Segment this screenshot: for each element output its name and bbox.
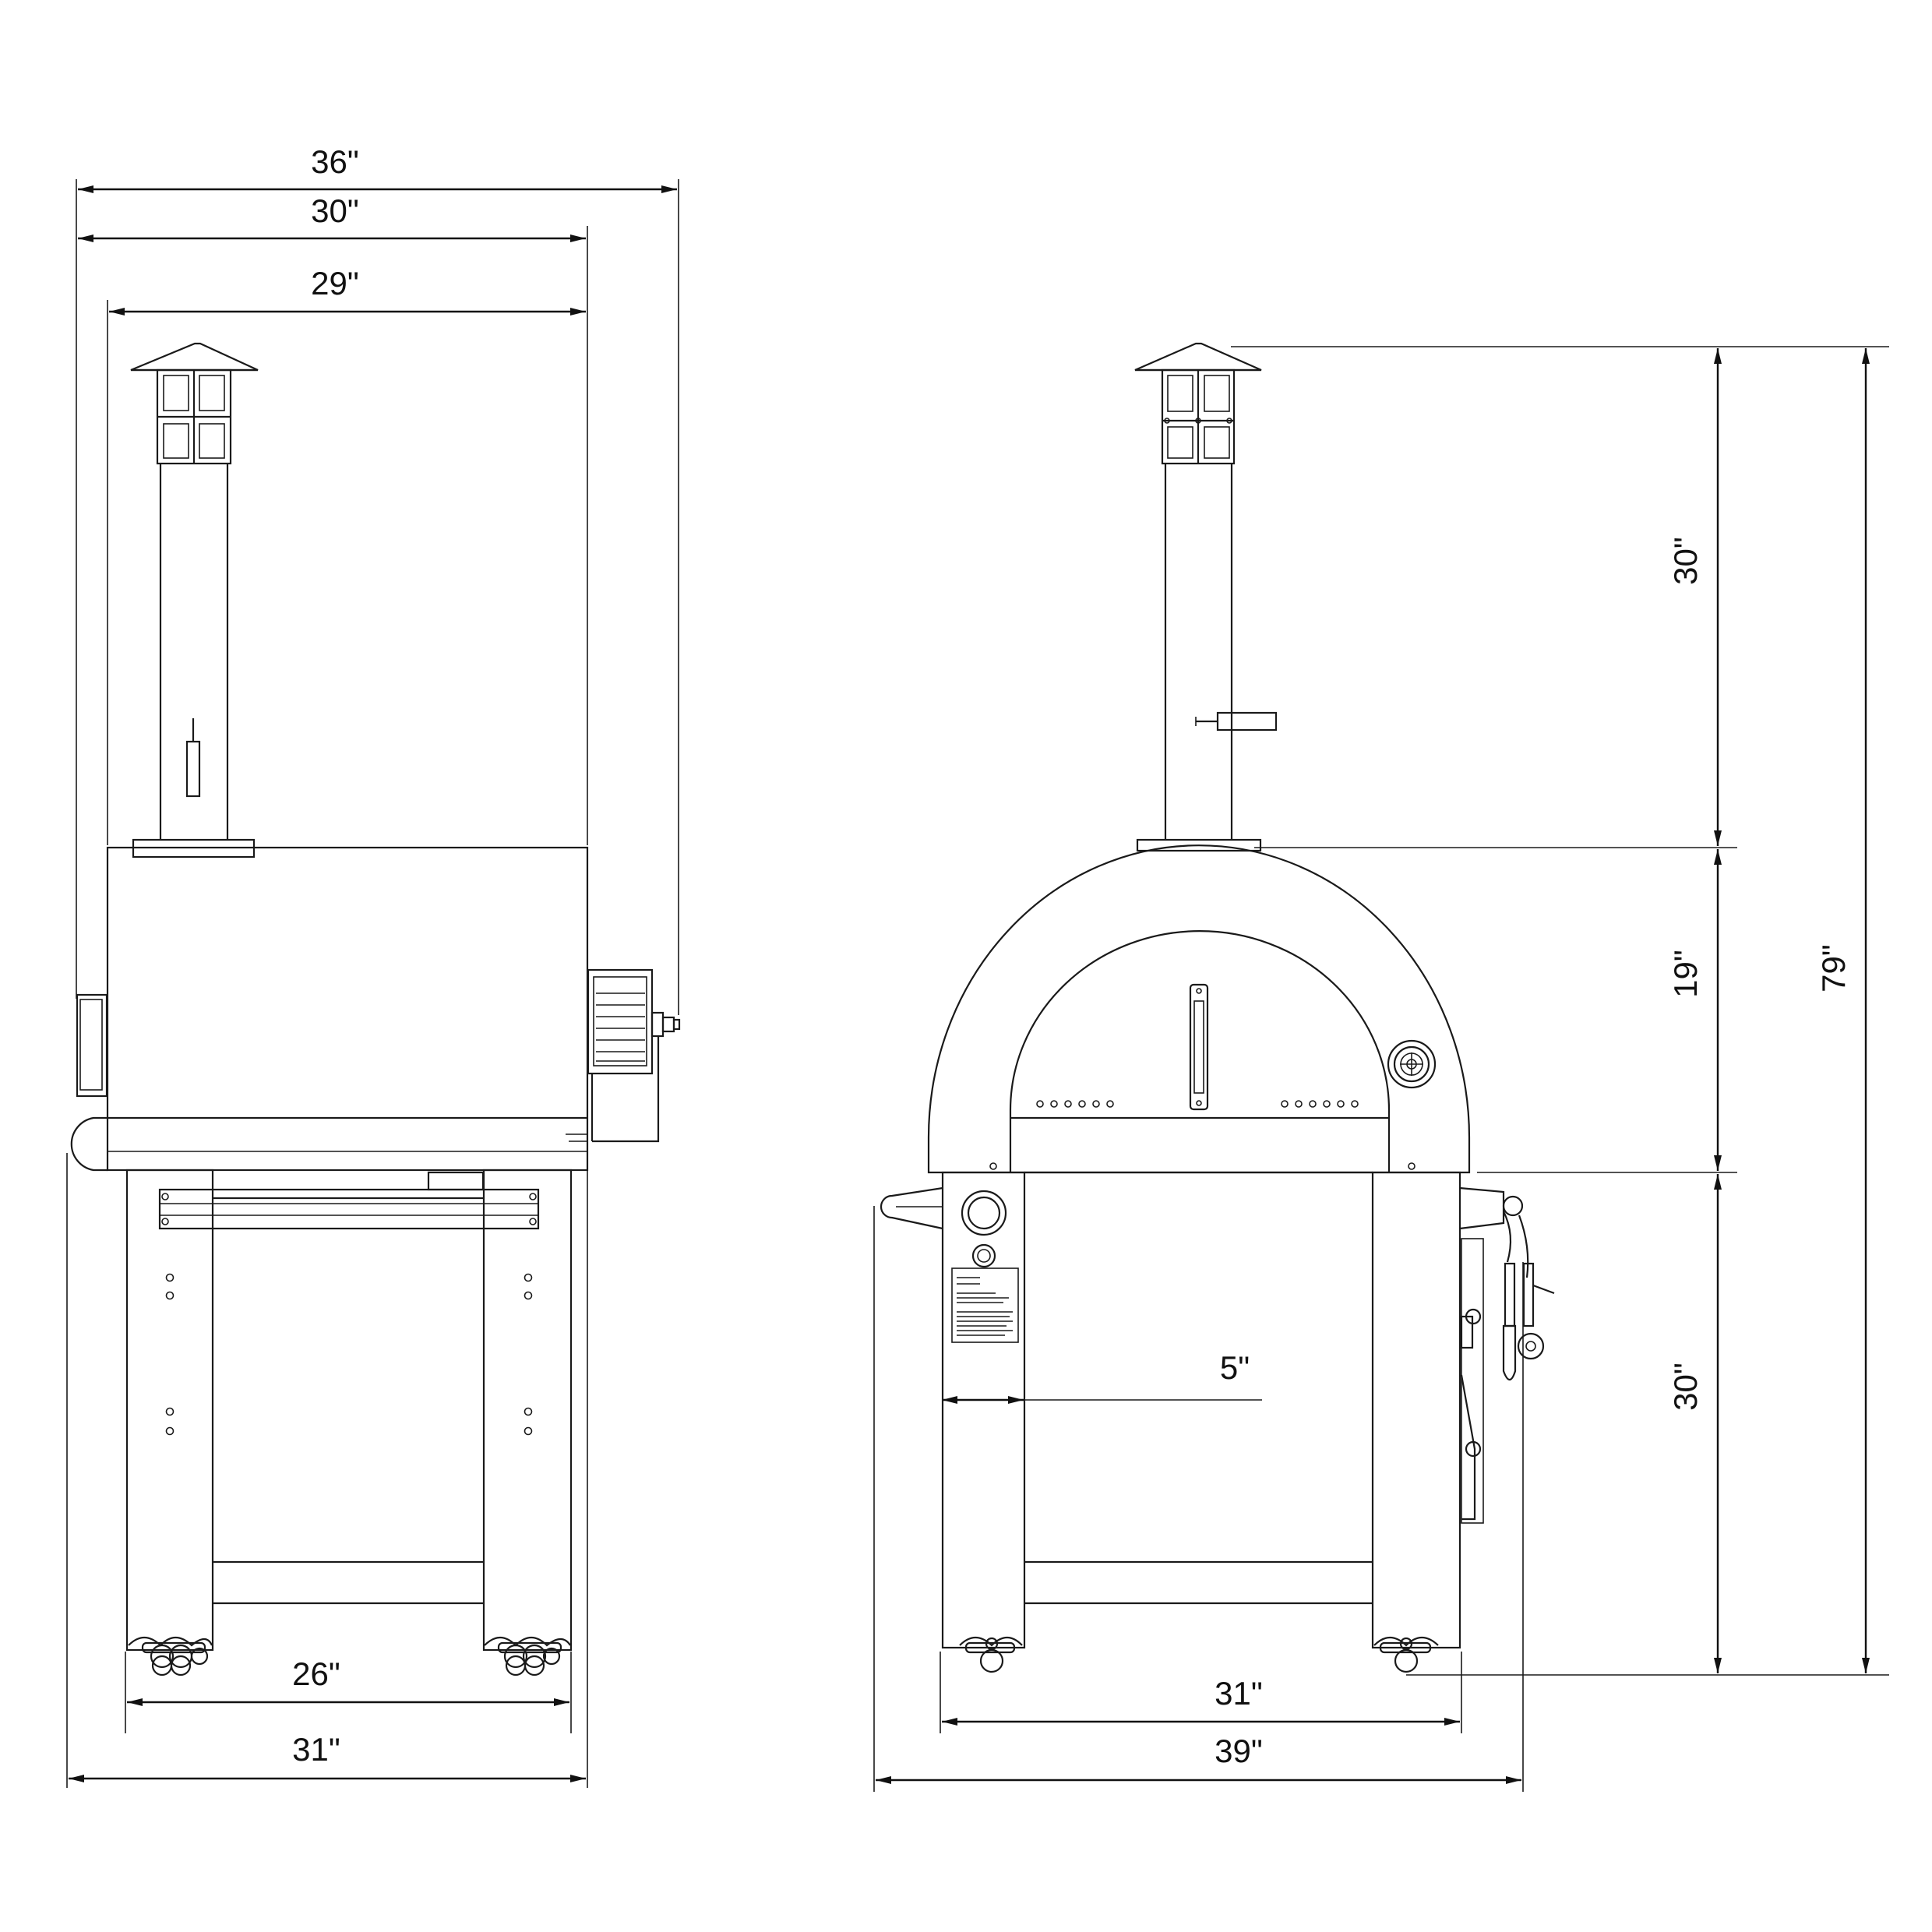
front-oven-dome [927, 844, 1471, 1174]
side-dim-26-label: 26" [292, 1655, 340, 1692]
front-cart [880, 1162, 1461, 1649]
front-dim-79-label: 79" [1815, 944, 1852, 992]
front-dim-39-label: 39" [1215, 1733, 1263, 1769]
side-dim-29-label: 29" [311, 265, 359, 301]
side-caster-left [128, 1636, 213, 1676]
front-dim-chimney-30-label: 30" [1667, 537, 1704, 585]
side-cart [125, 1169, 573, 1652]
side-dim-31-label: 31" [292, 1731, 340, 1768]
side-view: 36" 30" 29" 26" 31" [66, 143, 681, 1788]
front-extension-lines [873, 346, 1889, 1792]
front-dim-5-label: 5" [1220, 1349, 1250, 1386]
side-dim-30-label: 30" [311, 192, 359, 229]
side-gas-regulator [587, 968, 681, 1143]
side-chimney [130, 342, 259, 858]
front-side-tools [1459, 1186, 1555, 1524]
front-chimney [1134, 342, 1278, 852]
front-caster-left [959, 1636, 1023, 1673]
side-oven-body [70, 846, 589, 1172]
side-dim-36-label: 36" [311, 143, 359, 180]
front-dim-31-label: 31" [1215, 1675, 1263, 1712]
front-dim-19-label: 19" [1667, 950, 1704, 998]
side-extension-lines [66, 179, 679, 1788]
front-view: 30" 19" 30" 79" 5" 31" 39" [873, 342, 1889, 1792]
front-caster-right [1373, 1636, 1439, 1673]
side-caster-right [484, 1636, 571, 1676]
front-dim-cart-30-label: 30" [1667, 1363, 1704, 1411]
